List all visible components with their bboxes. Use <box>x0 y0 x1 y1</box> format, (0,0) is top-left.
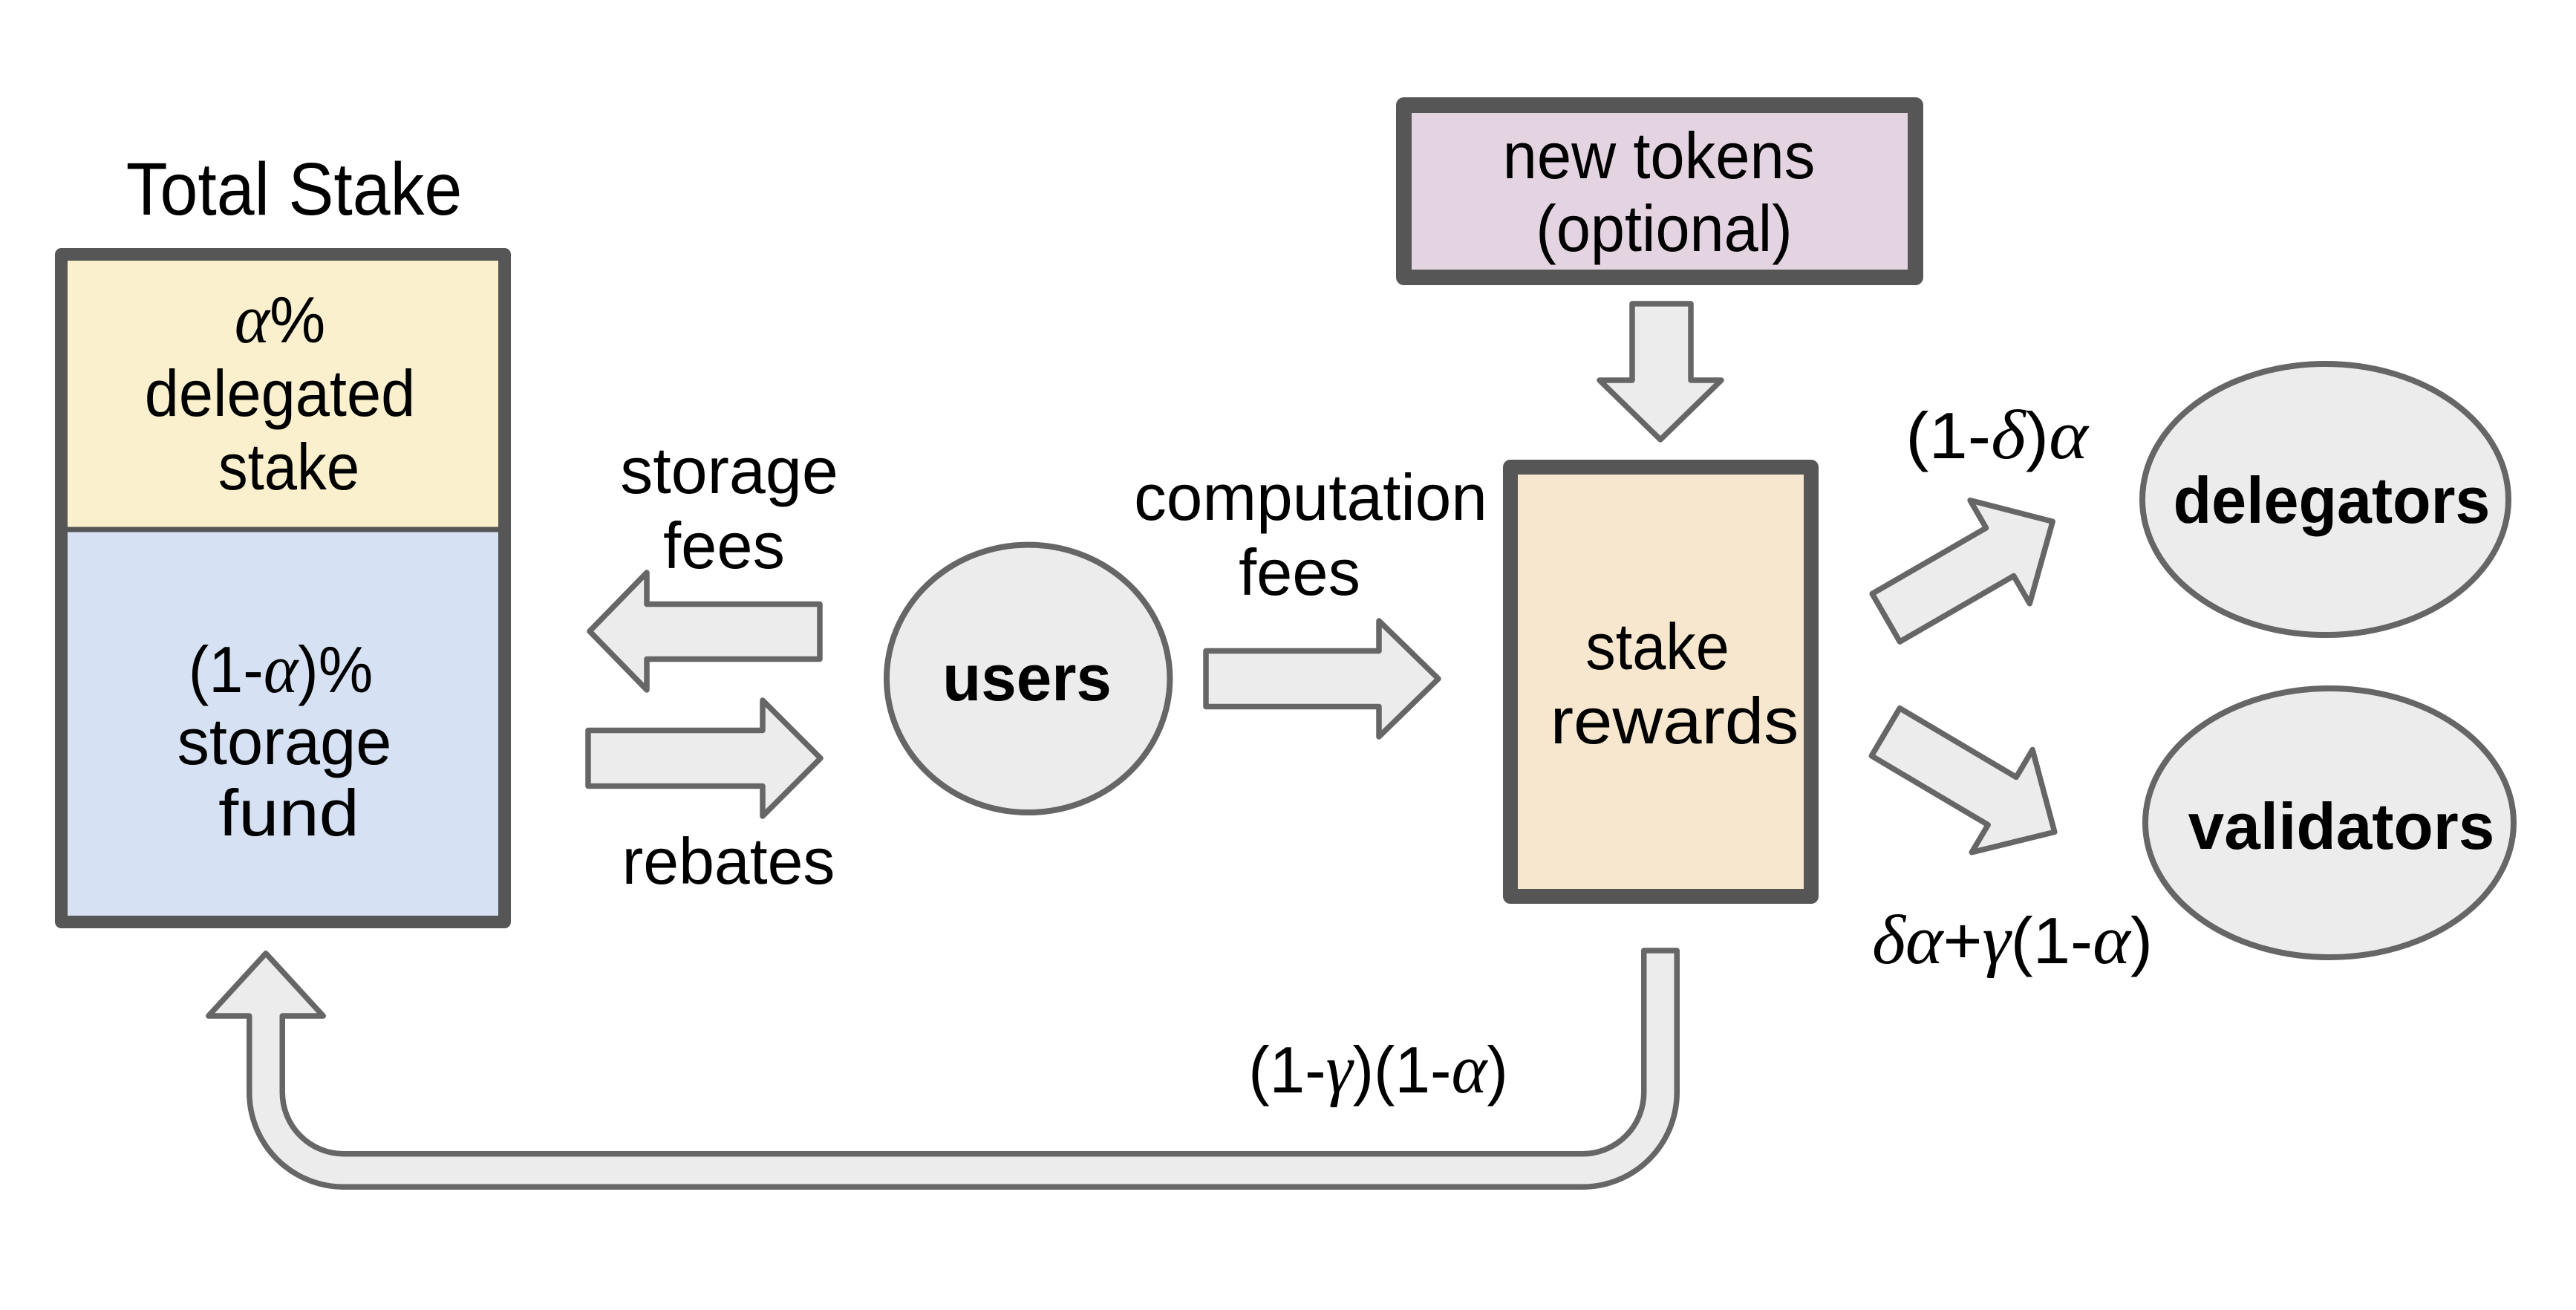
svg-text:stake: stake <box>1585 610 1729 683</box>
svg-text:storage: storage <box>620 434 838 507</box>
svg-text:fees: fees <box>663 509 785 582</box>
svg-text:validators: validators <box>2188 790 2495 863</box>
svg-text:storage: storage <box>177 705 392 778</box>
svg-text:delegators: delegators <box>2174 464 2491 537</box>
svg-text:δα+γ(1-α): δα+γ(1-α) <box>1872 901 2153 979</box>
svg-text:fees: fees <box>1239 535 1360 609</box>
svg-text:computation: computation <box>1134 461 1487 534</box>
svg-text:(1-γ)(1-α): (1-γ)(1-α) <box>1248 1031 1508 1109</box>
svg-text:Total Stake: Total Stake <box>126 148 462 231</box>
svg-text:(1-δ)α: (1-δ)α <box>1905 397 2090 474</box>
svg-text:delegated: delegated <box>145 358 416 431</box>
svg-text:users: users <box>942 642 1112 714</box>
svg-text:(optional): (optional) <box>1536 193 1793 266</box>
svg-text:new tokens: new tokens <box>1503 120 1816 193</box>
svg-text:(1-α)%: (1-α)% <box>189 630 374 708</box>
svg-text:α%: α% <box>235 280 325 357</box>
svg-text:rebates: rebates <box>622 825 835 898</box>
svg-text:fund: fund <box>218 776 359 850</box>
svg-text:rewards: rewards <box>1551 685 1799 758</box>
svg-text:stake: stake <box>218 430 359 504</box>
